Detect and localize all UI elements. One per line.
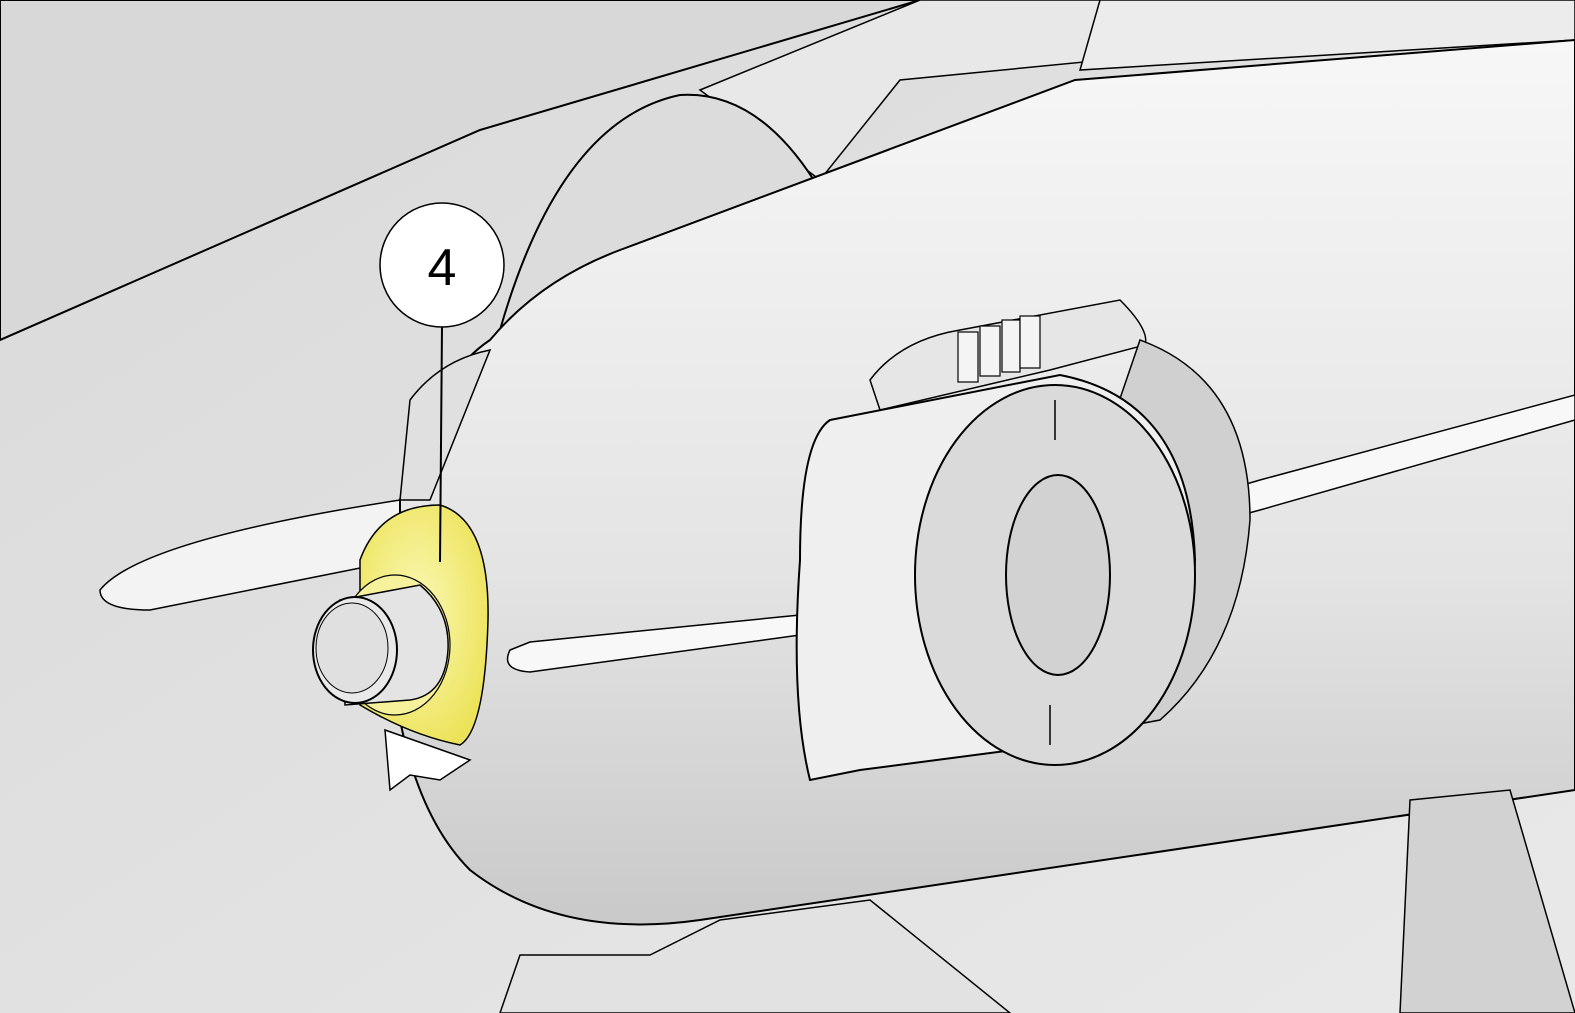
bolt-end-face (315, 602, 389, 694)
callout-4: 4 (379, 202, 505, 563)
frame-bracket (698, 0, 1106, 182)
bolt-recess (399, 348, 492, 501)
bolt-recess-lower (384, 728, 472, 792)
callout-circle (379, 202, 505, 328)
callout-number: 4 (428, 239, 457, 297)
lower-bracket (499, 899, 1012, 1013)
swingarm-rib (506, 394, 1575, 673)
rear-frame (1078, 0, 1575, 71)
upper-frame-tube (0, 0, 921, 342)
left-strut (99, 499, 401, 611)
lower-right-part (1399, 789, 1575, 1013)
axle-hole (1005, 474, 1111, 676)
callout-leader-line (439, 325, 443, 563)
adjuster-teeth (957, 315, 1041, 383)
